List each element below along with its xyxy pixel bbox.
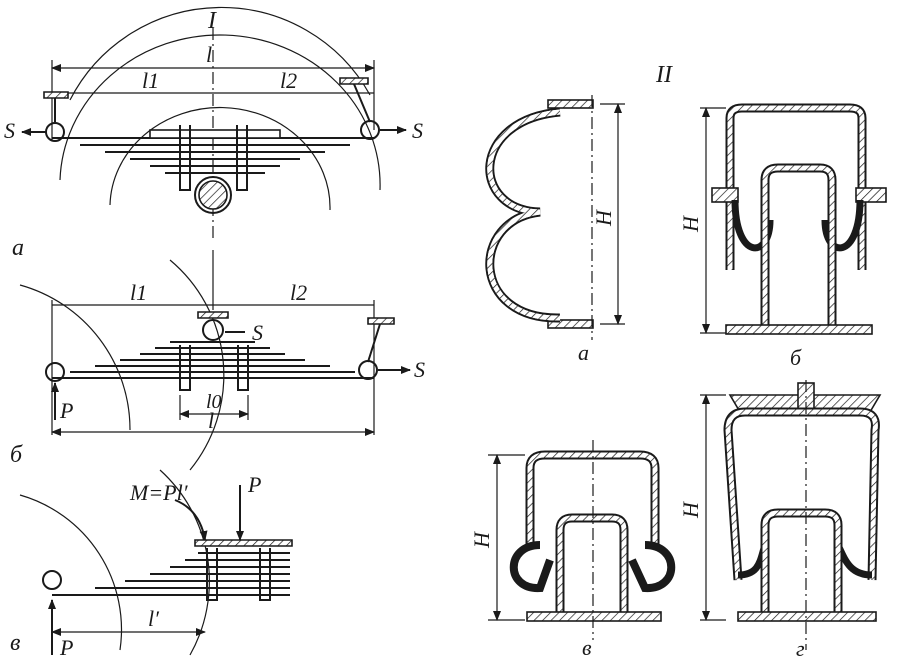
label-a-l2: l2 xyxy=(280,68,297,93)
arc-outer xyxy=(69,6,371,101)
label-b-l: l xyxy=(208,408,214,433)
label-c-P-bottom: P xyxy=(59,635,73,660)
cantilever-figure-c xyxy=(19,469,293,656)
clamp-c-left xyxy=(206,548,218,601)
leaf-stack-c xyxy=(52,552,290,596)
axle-core xyxy=(198,180,228,210)
label-a-l1: l1 xyxy=(142,68,159,93)
axle-circle xyxy=(194,176,232,214)
pivot-b xyxy=(202,319,224,341)
leaf-spring-figure-b xyxy=(19,250,411,471)
leaf-spring-figure-a xyxy=(21,6,407,240)
label-fig-b: б xyxy=(10,442,23,468)
air-spring-d xyxy=(700,380,882,650)
air-spring-a xyxy=(485,95,625,340)
air-spring-c xyxy=(488,440,676,640)
leaf-stack-b xyxy=(52,341,374,379)
support-right xyxy=(339,77,369,85)
label-a-S-left: S xyxy=(4,118,15,143)
label-b-l2: l2 xyxy=(290,280,307,305)
label-air-a-H: H xyxy=(591,209,616,227)
label-a-S-right: S xyxy=(412,118,423,143)
label-fig-a: а xyxy=(12,235,24,261)
clamp-left xyxy=(179,125,191,191)
clamp-c-right xyxy=(259,548,271,601)
leaf-stack-a xyxy=(52,137,374,174)
arc-inner xyxy=(109,106,331,211)
label-air-c: в xyxy=(582,635,592,660)
label-air-c-H: H xyxy=(469,531,494,549)
label-c-lprime: l′ xyxy=(148,606,160,631)
air-spring-b xyxy=(700,103,887,335)
label-air-d-H: H xyxy=(678,501,703,519)
label-b-l0: l0 xyxy=(206,391,222,413)
clamp-right xyxy=(236,125,248,191)
arc-b-left xyxy=(19,284,131,431)
label-fig-c: в xyxy=(10,630,20,656)
label-c-P-top: P xyxy=(247,472,261,497)
label-a-l: l xyxy=(206,42,212,67)
support-b-top xyxy=(197,311,229,319)
support-b-right xyxy=(367,317,395,325)
label-section-I: I xyxy=(207,8,217,34)
label-b-S-top: S xyxy=(252,320,263,345)
clamp-b-left xyxy=(179,345,191,391)
label-air-a: а xyxy=(578,340,589,365)
eye-c xyxy=(42,570,62,590)
fixed-support-c xyxy=(194,539,293,547)
label-b-l1: l1 xyxy=(130,280,147,305)
label-air-d: г xyxy=(796,636,805,661)
label-b-P: P xyxy=(59,398,73,423)
label-section-II: II xyxy=(655,62,673,88)
arc-mid xyxy=(59,34,381,191)
label-air-b-H: H xyxy=(678,215,703,233)
eye-right xyxy=(360,120,380,140)
moment-c xyxy=(174,499,208,541)
arc-c-left xyxy=(19,494,123,651)
support-left xyxy=(43,91,69,99)
label-b-S-right: S xyxy=(414,357,425,382)
label-c-M: M=Pl′ xyxy=(129,480,189,505)
clamp-b-right xyxy=(237,345,249,391)
eye-b-left xyxy=(45,362,65,382)
label-air-b: б xyxy=(790,345,802,370)
